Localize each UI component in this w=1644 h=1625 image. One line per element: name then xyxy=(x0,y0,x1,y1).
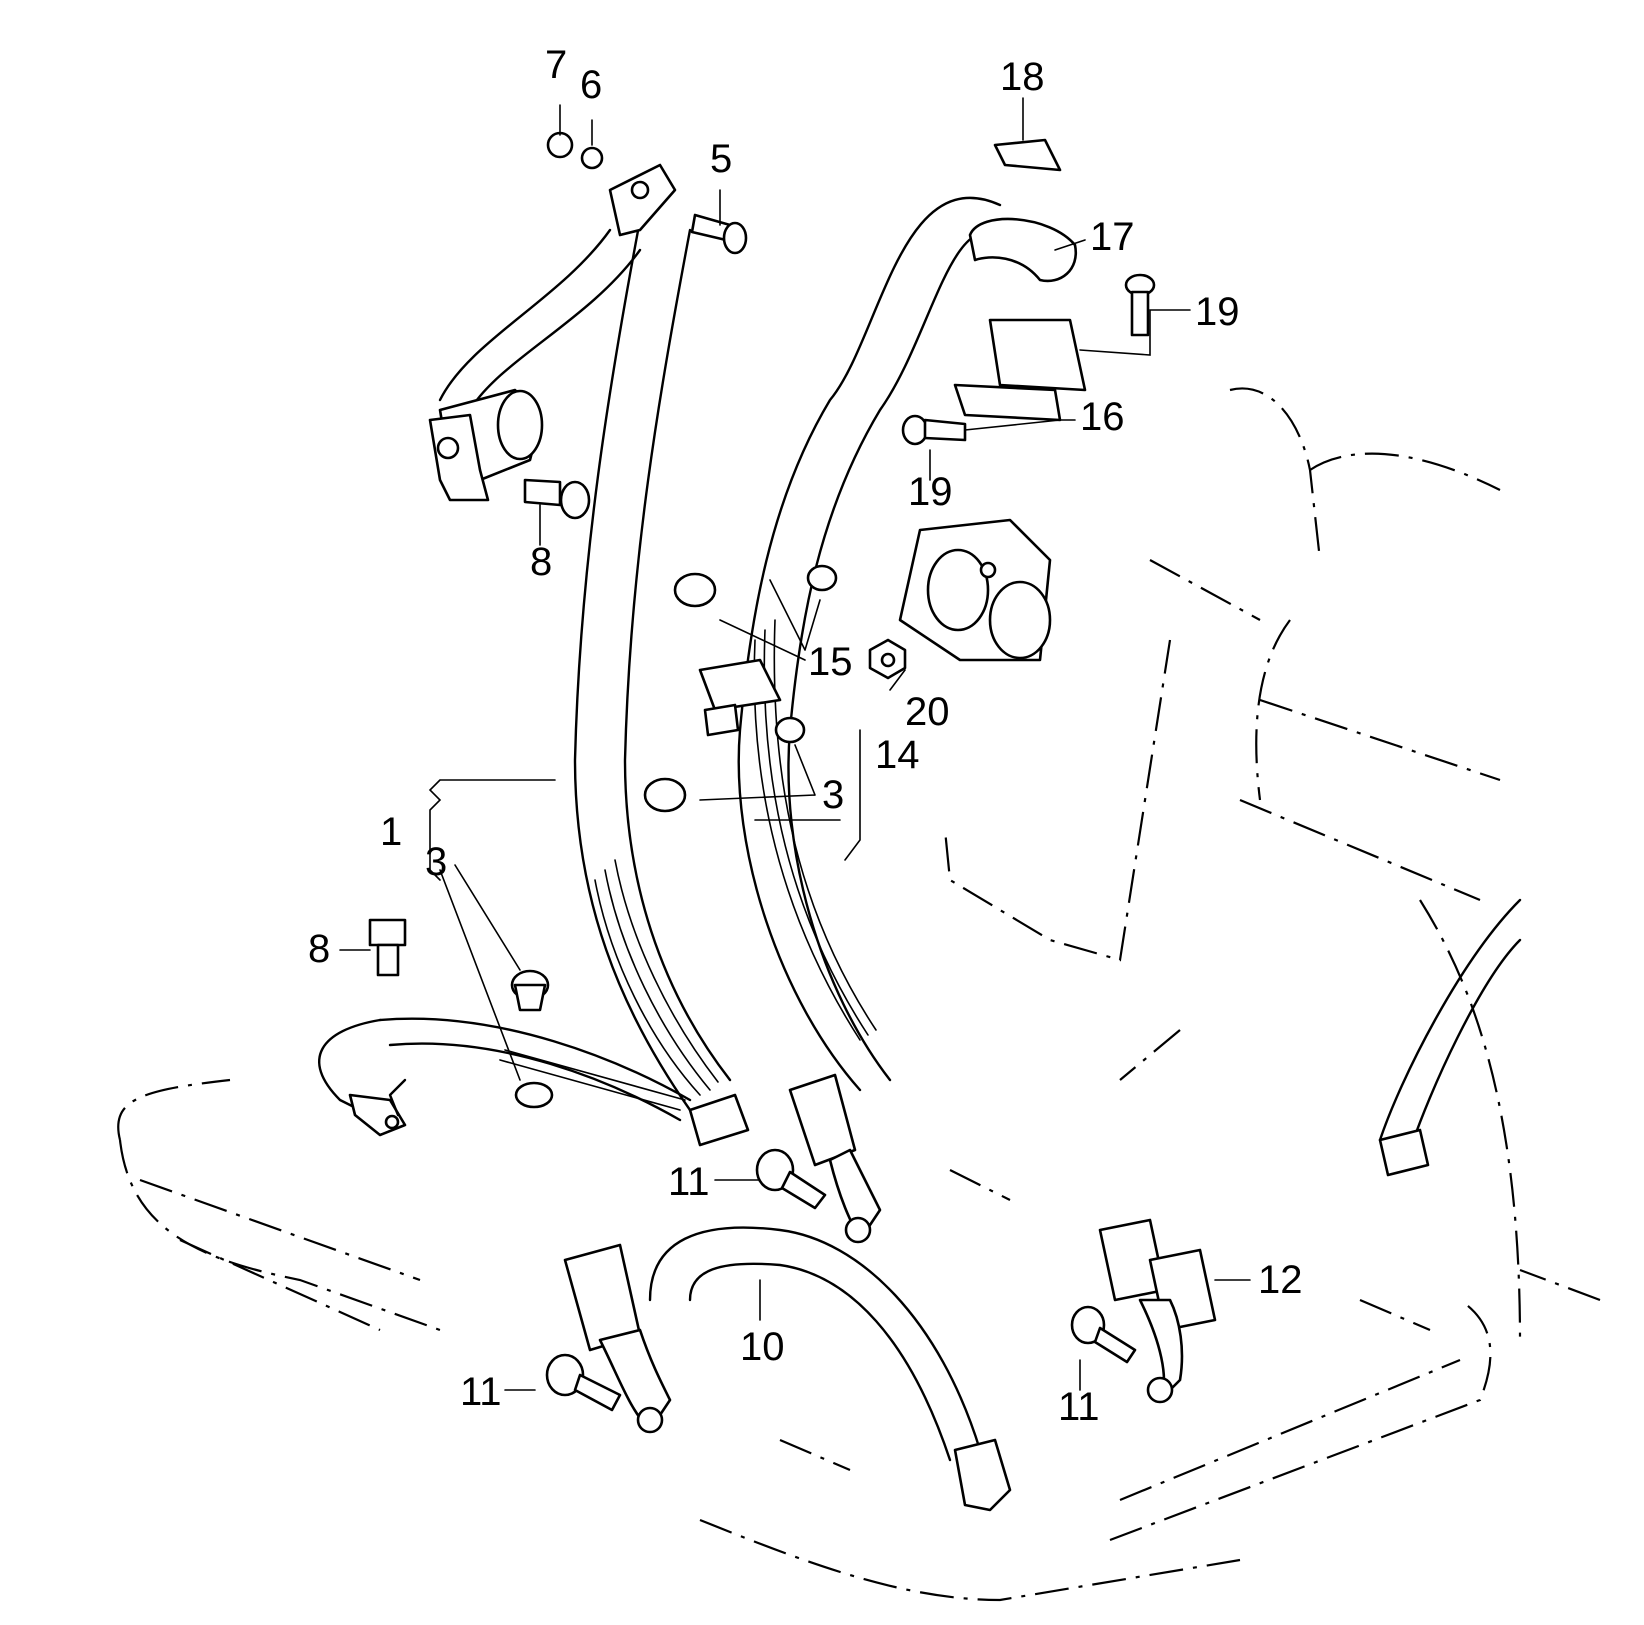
leader-lines xyxy=(339,97,1251,1391)
callout-20: 20 xyxy=(905,690,950,734)
callout-14: 14 xyxy=(875,733,920,777)
callout-11-left: 11 xyxy=(460,1370,502,1414)
callout-labels: 7 6 5 8 8 1 3 18 17 19 16 19 15 20 14 3 … xyxy=(308,43,1303,1429)
right-belt-assembly xyxy=(643,138,1156,1092)
callout-15: 15 xyxy=(808,640,853,684)
callout-10: 10 xyxy=(740,1325,785,1369)
callout-5: 5 xyxy=(710,137,732,181)
callout-8-lower: 8 xyxy=(308,927,330,971)
callout-11-middle: 11 xyxy=(668,1160,710,1204)
center-lap-belt xyxy=(545,898,1522,1512)
callout-19-right: 19 xyxy=(1195,290,1240,334)
callout-18: 18 xyxy=(1000,55,1045,99)
callout-3-left: 3 xyxy=(425,840,447,884)
callout-16: 16 xyxy=(1080,395,1125,439)
callout-6: 6 xyxy=(580,63,602,107)
callout-17: 17 xyxy=(1090,215,1135,259)
callout-8-upper: 8 xyxy=(530,540,552,584)
callout-7: 7 xyxy=(545,43,567,87)
left-belt-assembly xyxy=(318,131,750,1147)
callout-19-left: 19 xyxy=(908,470,953,514)
callout-12: 12 xyxy=(1258,1258,1303,1302)
callout-11-right: 11 xyxy=(1058,1385,1100,1429)
rear-seat-outline xyxy=(117,387,1601,1602)
callout-3-right: 3 xyxy=(822,773,844,817)
callout-1: 1 xyxy=(380,810,402,854)
